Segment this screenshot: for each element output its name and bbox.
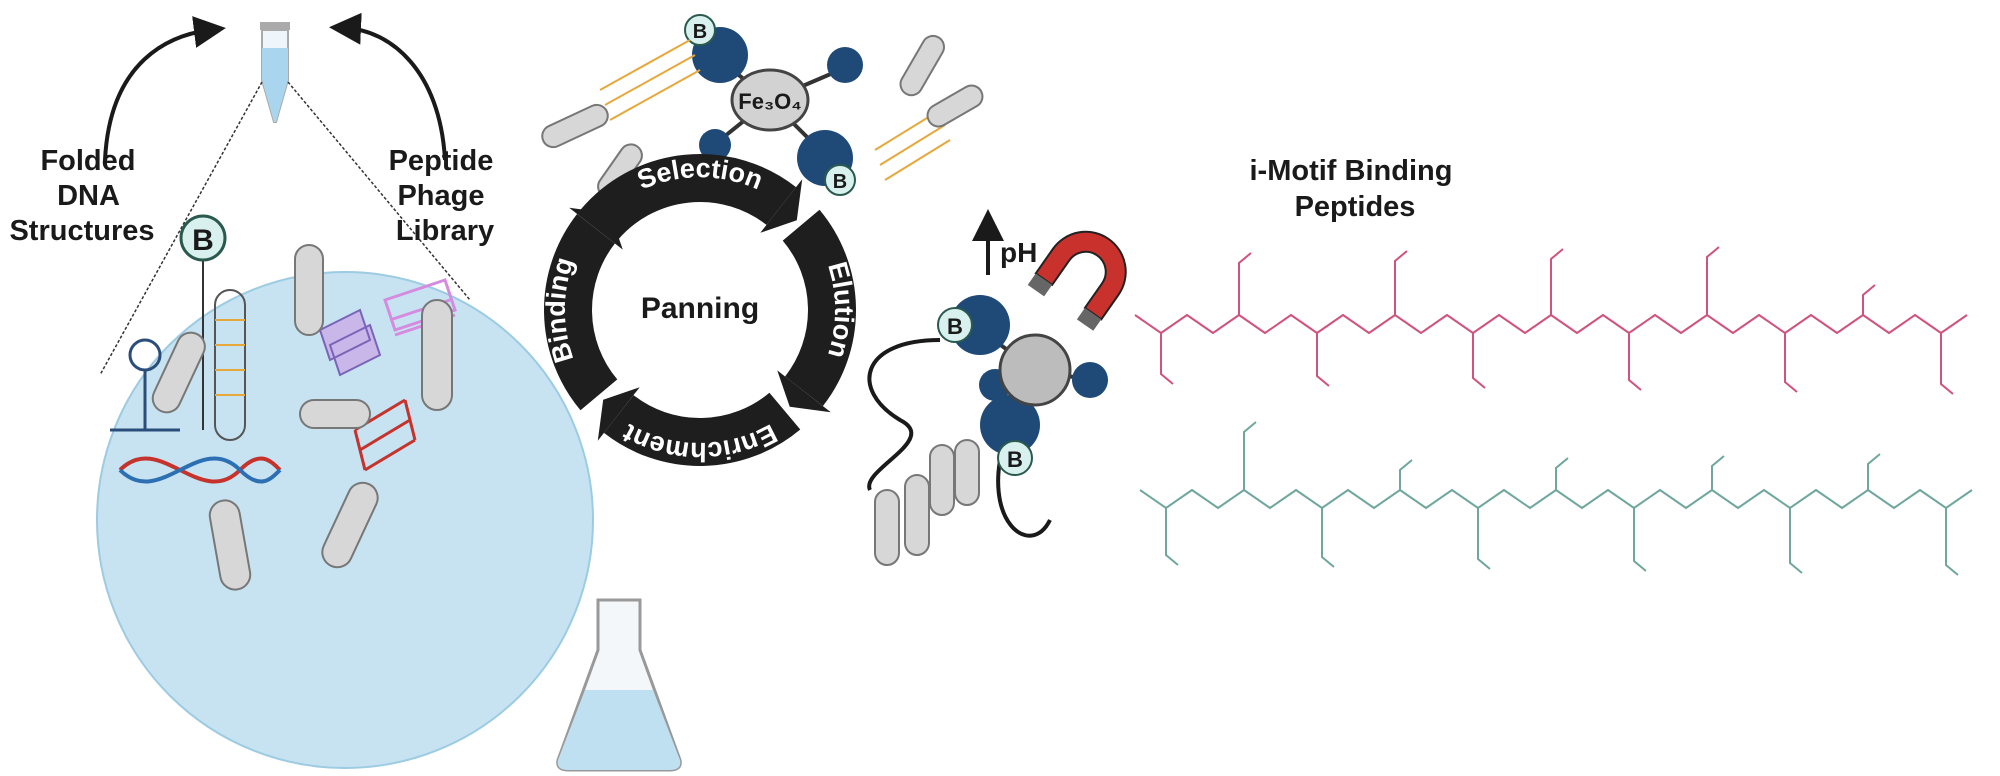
- biotin-label-3: B: [833, 171, 847, 193]
- side-chain: [1477, 508, 1491, 570]
- side-chain: [1165, 508, 1179, 566]
- peptide-structure-pink: [1134, 246, 1968, 395]
- side-chain: [1789, 508, 1803, 574]
- side-chain: [1784, 333, 1798, 393]
- arrow-phage-to-tube: [329, 12, 447, 161]
- bead-label: Fe₃O₄: [738, 89, 801, 114]
- side-chain: [1706, 246, 1720, 315]
- cycle-arrowhead-0: [760, 179, 803, 233]
- side-chain: [1940, 333, 1954, 395]
- side-chain: [1867, 453, 1881, 490]
- side-chain: [1399, 459, 1413, 490]
- side-chain: [1321, 508, 1335, 568]
- cycle-arrow-1: [782, 209, 856, 407]
- magnetic-bead-bottom: B B: [867, 295, 1108, 566]
- side-chain: [1633, 508, 1647, 572]
- flask-icon: [556, 598, 682, 772]
- side-chain: [1472, 333, 1486, 389]
- cycle-arrowhead-3: [569, 207, 623, 250]
- side-chain: [1628, 333, 1642, 391]
- label-phage-library: Peptide Phage Library: [389, 145, 502, 247]
- magnified-mixture: B: [96, 214, 594, 769]
- magnet-icon: [1027, 230, 1127, 331]
- side-chain: [1238, 252, 1252, 315]
- side-chain: [1243, 421, 1257, 490]
- side-chain: [1394, 250, 1408, 315]
- zoom-line-left: [99, 81, 263, 376]
- result-title: i-Motif Binding Peptides: [1250, 155, 1461, 223]
- biotin-label-2: B: [693, 21, 707, 43]
- side-chain: [1862, 284, 1876, 315]
- ph-label: pH: [1000, 237, 1037, 268]
- cycle-arrow-3: [544, 213, 618, 411]
- biotin-icon: [179, 214, 227, 262]
- zoom-line-right: [287, 81, 471, 301]
- biotin-label-5: B: [1007, 447, 1023, 472]
- cycle-arrow-0: [580, 154, 797, 242]
- biotin-label: B: [192, 224, 214, 257]
- side-chain: [1160, 333, 1174, 385]
- cycle-arrowhead-1: [777, 370, 831, 413]
- side-chain: [1711, 455, 1725, 490]
- cycle-arrow-2: [603, 392, 801, 466]
- peptide-structure-teal: [1139, 421, 1973, 576]
- biotin-label-4: B: [947, 314, 963, 339]
- arrow-dna-to-tube: [103, 16, 226, 161]
- backbone: [1134, 313, 1968, 335]
- panning-label: Panning: [641, 292, 759, 325]
- side-chain: [1945, 508, 1959, 576]
- tube-icon: [260, 22, 290, 123]
- side-chain: [1555, 457, 1569, 490]
- panning-cycle: Panning Selection Elution Enrichment Bin…: [541, 153, 859, 467]
- label-folded-dna: Folded DNA Structures: [9, 145, 154, 247]
- side-chain: [1550, 248, 1564, 315]
- backbone: [1139, 488, 1973, 510]
- magnetic-bead-top: Fe₃O₄ B B: [541, 14, 984, 199]
- side-chain: [1316, 333, 1330, 387]
- cycle-arrowhead-2: [597, 387, 640, 441]
